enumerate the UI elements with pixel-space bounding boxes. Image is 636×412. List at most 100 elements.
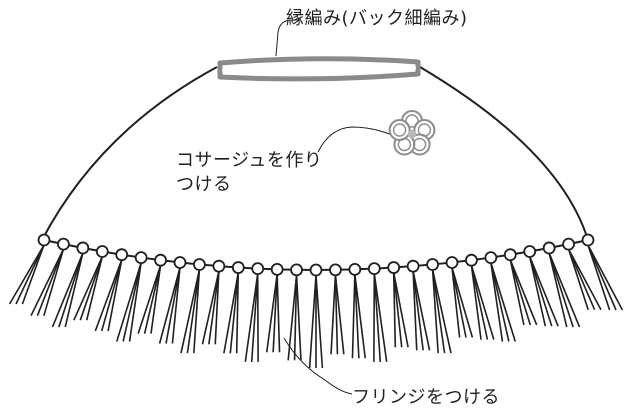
- fringe-strand: [392, 272, 397, 348]
- fringe-knot: [95, 245, 109, 258]
- fringe-tassel: [445, 256, 474, 338]
- fringe-strand: [509, 259, 525, 326]
- fringe-strand: [392, 272, 403, 348]
- fringe-strand: [64, 252, 84, 328]
- fringe-strand: [250, 273, 259, 362]
- fringe-strand: [373, 273, 388, 363]
- fringe-knot: [523, 245, 537, 258]
- fringe-knot: [57, 237, 70, 251]
- fringe-strand: [137, 264, 162, 334]
- fringe-knot: [231, 261, 245, 274]
- fringe-strand: [431, 269, 439, 354]
- fringe-tassel: [503, 248, 538, 326]
- fringe-tassel: [562, 237, 602, 311]
- fringe-knot: [581, 233, 595, 247]
- leader-line-border: [275, 19, 300, 57]
- fringe-strand: [186, 269, 201, 354]
- fringe-strand: [490, 262, 517, 342]
- fringe-tassel: [115, 251, 148, 342]
- fringe-strand: [490, 262, 504, 342]
- fringe-strand: [100, 259, 123, 332]
- fringe-strand: [293, 274, 298, 361]
- fringe-knot: [562, 237, 575, 251]
- fringe-tassel: [201, 259, 226, 345]
- fringe-tassel: [542, 241, 581, 328]
- fringe-knot: [154, 253, 167, 267]
- fringe-knot: [367, 262, 381, 276]
- border-label: 縁編み(バック細編み): [286, 8, 468, 29]
- fringe-strand: [229, 272, 240, 354]
- fringe-strand: [451, 267, 461, 338]
- fringe-tassel: [244, 262, 265, 363]
- fringe-strand: [431, 269, 452, 354]
- fringe-strand: [315, 274, 324, 369]
- fringe-knot: [503, 248, 517, 262]
- fringe-tassel: [137, 253, 167, 334]
- fringe-strand: [128, 262, 142, 342]
- corsage-label: コサージュを作り つける: [176, 149, 322, 197]
- fringe-knot: [193, 258, 206, 271]
- fringe-knot: [445, 256, 459, 269]
- fringe-strand: [334, 274, 339, 355]
- fringe-strand: [354, 274, 367, 359]
- fringe-strand: [567, 248, 589, 310]
- fringe-strand: [373, 273, 382, 362]
- fringe-strand: [431, 269, 446, 354]
- fringe-tassel: [8, 233, 51, 305]
- fringe-strand: [287, 274, 298, 361]
- fringe-strand: [94, 259, 123, 332]
- fringe-knot: [115, 248, 129, 262]
- fringe-strand: [548, 252, 581, 328]
- fringe-strand: [509, 259, 538, 326]
- fringe-strand: [122, 262, 142, 342]
- fringe-strand: [567, 248, 602, 311]
- fringe-strand: [451, 267, 474, 338]
- fringe-strand: [8, 244, 45, 305]
- fringe-strand: [308, 274, 317, 369]
- fringe-knot: [212, 259, 226, 273]
- fringe-tassel: [223, 261, 245, 354]
- fringe-strand: [143, 265, 162, 334]
- fringe-strand: [115, 262, 142, 342]
- fringe-knot: [387, 261, 401, 274]
- fringe-tassel: [581, 233, 624, 311]
- fringe-knot: [484, 251, 498, 265]
- fringe-tassel: [406, 259, 431, 351]
- fringe-knot: [173, 256, 187, 269]
- fringe-strand: [150, 265, 162, 334]
- fringe-tassel: [51, 241, 90, 328]
- fringe-strand: [509, 259, 532, 326]
- leader-line-corsage: [317, 126, 393, 153]
- fringe-strand: [412, 271, 418, 351]
- fringe-knot: [426, 258, 439, 271]
- fringe-strand: [235, 272, 240, 354]
- fringe-tassel: [523, 245, 559, 327]
- fringe-tassel: [348, 262, 367, 359]
- fringe-knot: [465, 253, 478, 267]
- fringe-strand: [15, 244, 45, 305]
- fringe-strand: [21, 244, 45, 305]
- fringe-strand: [180, 269, 201, 354]
- fringe-strand: [171, 267, 181, 344]
- fringe-tassel: [367, 262, 388, 363]
- fringe-knot: [348, 262, 362, 276]
- fringe-strand: [470, 265, 482, 340]
- fringe-strand: [214, 271, 220, 345]
- fringe-strand: [276, 274, 281, 353]
- fringe-strand: [193, 269, 201, 354]
- fringe-strand: [567, 248, 596, 311]
- fringe-knot: [309, 263, 323, 277]
- waist-border: [217, 56, 421, 82]
- fringe-tassel: [287, 263, 303, 361]
- fringe-strand: [79, 256, 104, 321]
- fringe-strand: [330, 274, 337, 355]
- fringe: [8, 233, 624, 369]
- fringe-strand: [334, 274, 345, 355]
- fringe-strand: [244, 273, 259, 363]
- fringe-knot: [406, 259, 420, 273]
- fringe-strand: [51, 252, 84, 328]
- fringe-strand: [165, 267, 181, 344]
- fringe-tassel: [94, 248, 129, 332]
- fringe-tassel: [158, 256, 187, 344]
